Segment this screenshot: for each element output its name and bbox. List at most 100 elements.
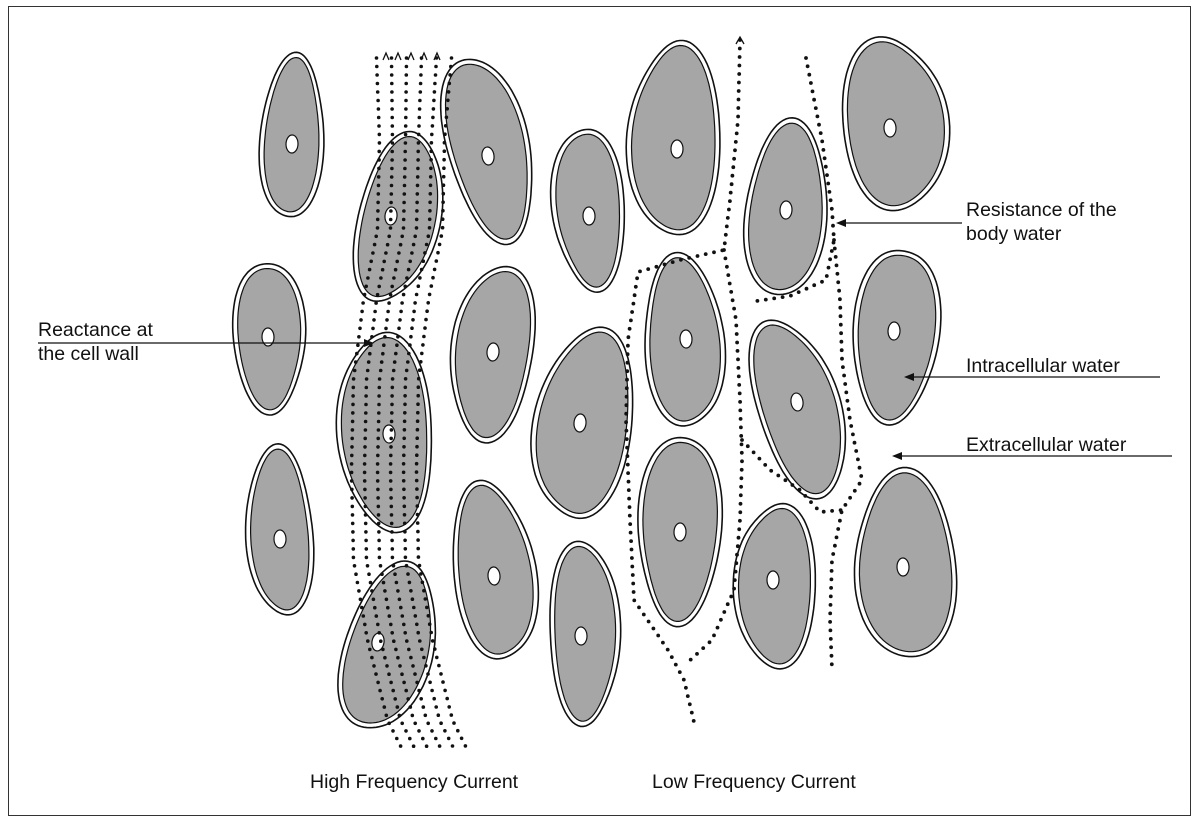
- current-dot: [731, 174, 735, 178]
- current-dot: [625, 446, 629, 450]
- current-dot: [443, 141, 447, 145]
- current-dot: [380, 572, 384, 576]
- current-dot: [395, 581, 399, 585]
- current-dot: [630, 310, 634, 314]
- current-dot: [853, 489, 857, 493]
- current-dot: [412, 606, 416, 610]
- current-dot: [413, 301, 417, 305]
- current-dot: [381, 352, 385, 356]
- current-dot: [377, 184, 381, 188]
- current-dot: [731, 165, 735, 169]
- current-dot: [390, 150, 394, 154]
- current-dot: [351, 539, 355, 543]
- current-dot: [738, 409, 742, 413]
- current-dot: [393, 360, 397, 364]
- current-dot: [829, 198, 833, 202]
- current-dot: [351, 513, 355, 517]
- current-dot: [830, 654, 834, 658]
- current-dot: [432, 107, 436, 111]
- current-dot: [364, 394, 368, 398]
- current-dot: [374, 672, 378, 676]
- current-dot: [392, 564, 396, 568]
- current-dot: [404, 377, 408, 381]
- current-dot: [377, 167, 381, 171]
- current-dot: [434, 737, 438, 741]
- current-dot: [443, 149, 447, 153]
- current-dot: [363, 445, 367, 449]
- current-dot: [403, 192, 407, 196]
- current-dot: [734, 315, 738, 319]
- current-dot: [758, 457, 762, 461]
- current-dot: [391, 556, 395, 560]
- current-dot: [841, 365, 845, 369]
- current-dot: [377, 539, 381, 543]
- current-dot: [628, 522, 632, 526]
- current-dot: [364, 539, 368, 543]
- current-dot: [425, 309, 429, 313]
- current-dot: [363, 293, 367, 297]
- cell: [453, 480, 538, 659]
- current-dot: [737, 81, 741, 85]
- current-dot: [434, 65, 438, 69]
- current-dot: [418, 564, 422, 568]
- current-dot: [391, 386, 395, 390]
- current-dot: [390, 539, 394, 543]
- cell: [733, 504, 815, 669]
- current-dot: [724, 257, 728, 261]
- current-dot: [630, 548, 634, 552]
- current-dot: [360, 606, 364, 610]
- current-dot: [363, 471, 367, 475]
- current-dot: [422, 589, 426, 593]
- current-dot: [739, 434, 743, 438]
- current-dot: [402, 201, 406, 205]
- current-dot: [377, 192, 381, 196]
- extracellular-arrowhead: [892, 452, 902, 460]
- current-dot: [390, 158, 394, 162]
- cell: [853, 251, 941, 426]
- current-dot: [417, 141, 421, 145]
- current-dot: [736, 544, 740, 548]
- current-dot: [652, 627, 656, 631]
- current-dot: [376, 681, 380, 685]
- current-dot: [746, 444, 750, 448]
- current-dot: [375, 614, 379, 618]
- extracellular-label: Extracellular water: [966, 433, 1126, 457]
- current-dot: [363, 454, 367, 458]
- current-dot: [404, 133, 408, 137]
- current-dot: [417, 377, 421, 381]
- current-dot: [389, 218, 393, 222]
- current-dot: [403, 505, 407, 509]
- current-dot: [678, 670, 682, 674]
- current-dot: [402, 445, 406, 449]
- current-dot: [351, 403, 355, 407]
- current-dot: [737, 383, 741, 387]
- current-dot: [402, 293, 406, 297]
- current-dot: [362, 614, 366, 618]
- current-dot: [820, 140, 824, 144]
- current-dot: [405, 564, 409, 568]
- current-dot: [684, 686, 688, 690]
- cell-cytoplasm: [358, 137, 437, 297]
- current-dot: [734, 140, 738, 144]
- current-dot: [390, 394, 394, 398]
- current-dot: [389, 681, 393, 685]
- current-dot: [830, 662, 834, 666]
- current-dot: [433, 268, 437, 272]
- current-dot: [411, 597, 415, 601]
- current-dot: [839, 323, 843, 327]
- current-dot: [846, 399, 850, 403]
- current-dot: [417, 729, 421, 733]
- current-dot: [350, 462, 354, 466]
- current-dot: [448, 73, 452, 77]
- current-dot: [450, 713, 454, 717]
- current-dot: [374, 301, 378, 305]
- current-dot: [416, 547, 420, 551]
- current-dot: [392, 276, 396, 280]
- current-dot: [364, 420, 368, 424]
- current-dot: [416, 192, 420, 196]
- current-dot: [831, 552, 835, 556]
- current-dot: [844, 391, 848, 395]
- current-dot: [409, 656, 413, 660]
- current-dot: [416, 402, 420, 406]
- current-dot: [730, 182, 734, 186]
